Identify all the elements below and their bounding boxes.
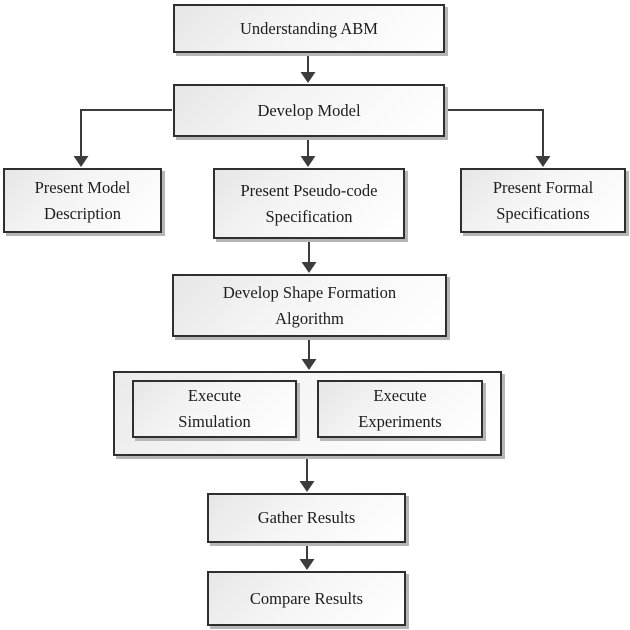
node-develop-shape-formation-algorithm: Develop Shape Formation Algorithm <box>172 274 447 337</box>
node-label: Present Pseudo-code Specification <box>240 180 378 226</box>
node-label: Present Model Description <box>34 177 131 223</box>
edge-develop-model-to-present-formal-specifications <box>446 109 551 167</box>
arrowhead-icon <box>301 262 317 273</box>
edge-develop-shape-formation-algorithm-to-execution-group <box>301 339 317 370</box>
arrowhead-icon <box>299 559 315 570</box>
node-present-pseudo-code-specification: Present Pseudo-code Specification <box>213 168 405 239</box>
edge-line <box>80 109 172 156</box>
node-develop-model: Develop Model <box>173 84 445 137</box>
node-execute-experiments: Execute Experiments <box>317 380 483 438</box>
node-present-model-description: Present Model Description <box>3 168 162 233</box>
node-present-formal-specifications: Present Formal Specifications <box>460 168 626 233</box>
node-label: Present Formal Specifications <box>492 177 594 223</box>
edge-develop-model-to-present-pseudo-code-specification <box>300 139 316 167</box>
node-label: Gather Results <box>257 508 356 527</box>
arrowhead-icon <box>299 481 315 492</box>
node-label: Develop Shape Formation Algorithm <box>222 282 397 328</box>
arrowhead-icon <box>301 359 317 370</box>
edge-gather-results-to-compare-results <box>299 545 315 570</box>
edge-present-pseudo-code-specification-to-develop-shape-formation-algorithm <box>301 241 317 273</box>
node-label: Execute Simulation <box>178 386 251 431</box>
arrowhead-icon <box>73 156 89 167</box>
edge-line <box>446 109 544 156</box>
node-gather-results: Gather Results <box>207 493 406 543</box>
node-compare-results: Compare Results <box>207 571 406 626</box>
node-label: Understanding ABM <box>240 18 378 38</box>
node-label: Execute Experiments <box>358 386 442 431</box>
node-understanding-abm: Understanding ABM <box>173 4 445 53</box>
node-label: Develop Model <box>257 100 361 120</box>
arrowhead-icon <box>300 156 316 167</box>
edge-execution-group-to-gather-results <box>299 458 315 492</box>
node-execute-simulation: Execute Simulation <box>132 380 297 438</box>
edge-develop-model-to-present-model-description <box>73 109 172 167</box>
arrowhead-icon <box>300 72 316 83</box>
edge-understanding-abm-to-develop-model <box>300 55 316 83</box>
arrowhead-icon <box>535 156 551 167</box>
node-label: Compare Results <box>249 588 364 608</box>
